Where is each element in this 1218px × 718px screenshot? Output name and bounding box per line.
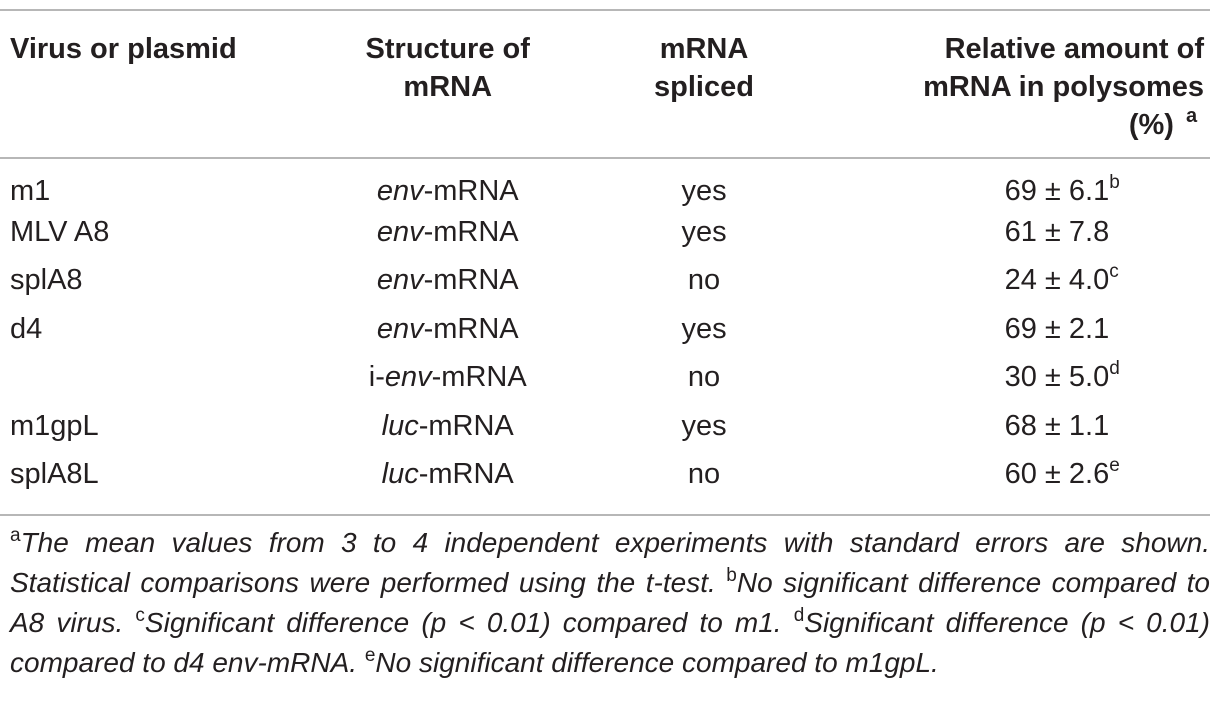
table-row: m1gpL luc-mRNA yes 68 ± 1.1: [0, 402, 1210, 451]
cell-virus: m1gpL: [10, 409, 99, 442]
cell-relative-amount: 69 ± 6.1b: [837, 157, 1210, 208]
cell-spliced: no: [687, 458, 721, 491]
header-row: Virus or plasmid Structure of mRNA mRNA …: [0, 10, 1210, 157]
structure-suffix: -mRNA: [431, 361, 527, 394]
relative-amount-value: 68 ± 1.1: [1004, 409, 1110, 442]
structure-prefix: i-: [368, 361, 385, 394]
header-virus: Virus or plasmid: [10, 33, 237, 65]
footnote-c-mark: c: [135, 605, 145, 626]
table-row: d4 env-mRNA yes 69 ± 2.1: [0, 305, 1210, 354]
table-header-rule: [0, 157, 1210, 159]
footnote-c-text: Significant difference (p < 0.01) compar…: [144, 607, 782, 638]
cell-virus: [0, 354, 324, 403]
table-footnote: aThe mean values from 3 to 4 independent…: [10, 523, 1210, 683]
relative-amount-value: 30 ± 5.0: [1004, 361, 1110, 394]
footnote-mark: e: [1109, 455, 1120, 477]
footnote-b-mark: b: [726, 565, 737, 586]
cell-virus: MLV A8: [10, 215, 110, 248]
structure-gene: env: [376, 264, 424, 297]
footnote-e-mark: e: [364, 645, 376, 666]
table-row: i-env-mRNA no 30 ± 5.0d: [0, 354, 1210, 403]
relative-amount-value: 69 ± 6.1: [1004, 175, 1110, 207]
header-spliced: mRNA spliced: [654, 33, 754, 103]
structure-suffix: -mRNA: [423, 215, 519, 248]
relative-amount-value: 61 ± 7.8: [1004, 215, 1110, 248]
cell-structure: i-env-mRNA: [324, 354, 571, 403]
cell-relative-amount: 61 ± 7.8: [837, 208, 1210, 257]
cell-spliced: yes: [681, 409, 727, 442]
table-top-rule: [0, 9, 1210, 11]
cell-relative-amount: 24 ± 4.0c: [837, 257, 1210, 306]
footnote-mark: d: [1109, 358, 1120, 380]
footnote-b-text: No significant difference compared to A8…: [10, 567, 1211, 638]
table-row: splA8L luc-mRNA no 60 ± 2.6e: [0, 451, 1210, 500]
structure-gene: luc: [381, 458, 419, 491]
cell-structure: env-mRNA: [324, 157, 571, 208]
relative-amount-value: 69 ± 2.1: [1004, 312, 1110, 345]
cell-structure: env-mRNA: [324, 208, 571, 257]
header-relative-amount: Relative amount of mRNA in polysomes (%)…: [923, 33, 1204, 141]
footnote-mark: c: [1109, 261, 1119, 283]
structure-suffix: -mRNA: [423, 312, 519, 345]
footnote-e-text: No significant difference compared to m1…: [375, 647, 939, 678]
structure-gene: env: [384, 361, 432, 394]
footnote-a-mark: a: [10, 525, 21, 546]
cell-virus: splA8: [10, 264, 83, 297]
structure-gene: env: [376, 175, 424, 207]
table-bottom-rule: [0, 514, 1210, 516]
cell-spliced: no: [687, 264, 721, 297]
relative-amount-value: 60 ± 2.6: [1004, 458, 1110, 491]
cell-relative-amount: 60 ± 2.6e: [837, 451, 1210, 500]
structure-gene: env: [376, 215, 424, 248]
cell-virus: splA8L: [10, 458, 99, 491]
cell-relative-amount: 69 ± 2.1: [837, 305, 1210, 354]
footnote-a-text: The mean values from 3 to 4 independent …: [10, 527, 1210, 598]
cell-spliced: yes: [681, 312, 727, 345]
table-row: splA8 env-mRNA no 24 ± 4.0c: [0, 257, 1210, 306]
cell-virus: d4: [10, 312, 43, 345]
structure-suffix: -mRNA: [418, 409, 514, 442]
cell-spliced: yes: [681, 175, 727, 207]
structure-gene: env: [376, 312, 424, 345]
footnote-d-mark: d: [793, 605, 805, 626]
structure-suffix: -mRNA: [418, 458, 514, 491]
cell-relative-amount: 30 ± 5.0d: [837, 354, 1210, 403]
table-row: m1 env-mRNA yes 69 ± 6.1b: [0, 157, 1210, 208]
footnote-mark: b: [1109, 172, 1120, 193]
results-table: Virus or plasmid Structure of mRNA mRNA …: [0, 10, 1210, 499]
cell-spliced: yes: [681, 215, 727, 248]
structure-suffix: -mRNA: [423, 175, 519, 207]
relative-amount-value: 24 ± 4.0: [1004, 264, 1110, 297]
cell-structure: env-mRNA: [324, 305, 571, 354]
cell-relative-amount: 68 ± 1.1: [837, 402, 1210, 451]
header-structure: Structure of mRNA: [365, 33, 530, 103]
cell-virus: m1: [10, 175, 51, 207]
cell-structure: luc-mRNA: [324, 402, 571, 451]
header-footnote-mark: a: [1186, 105, 1198, 127]
structure-gene: luc: [381, 409, 419, 442]
footnote-d-text: Significant difference (p < 0.01) compar…: [10, 607, 1211, 678]
structure-suffix: -mRNA: [423, 264, 519, 297]
cell-structure: luc-mRNA: [324, 451, 571, 500]
cell-structure: env-mRNA: [324, 257, 571, 306]
cell-spliced: no: [687, 361, 721, 394]
table-row: MLV A8 env-mRNA yes 61 ± 7.8: [0, 208, 1210, 257]
